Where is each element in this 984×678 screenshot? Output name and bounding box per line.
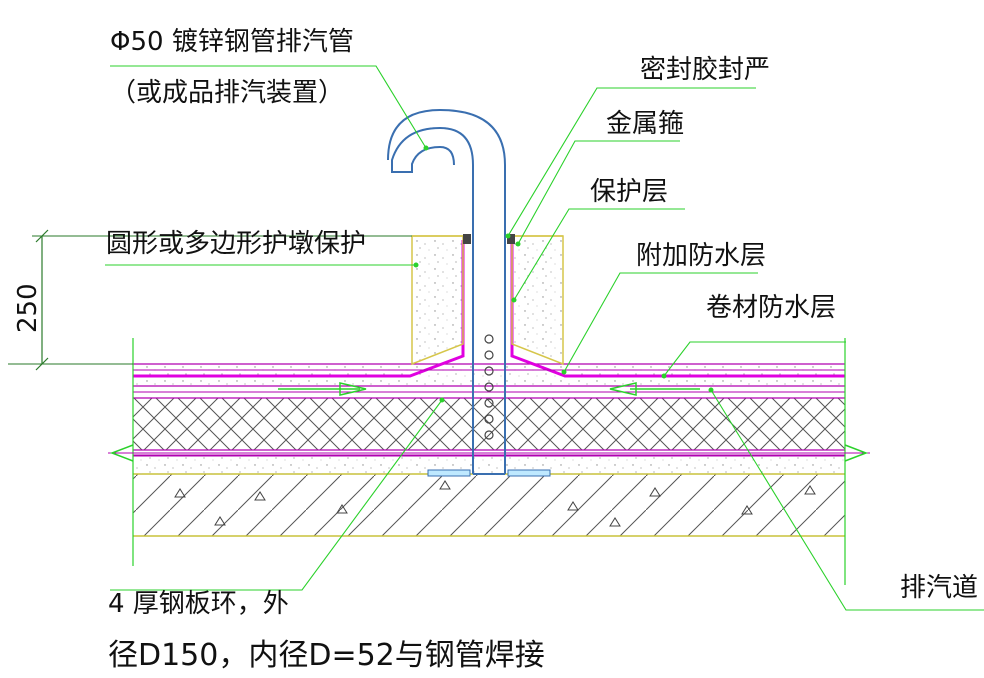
leader-lines (105, 65, 984, 611)
dimension-label: 250 (13, 283, 43, 333)
label-membrane-waterproof: 卷材防水层 (706, 293, 836, 323)
screed-layer (133, 455, 845, 474)
arrow-right-icon (278, 382, 367, 396)
label-additional-waterproof: 附加防水层 (636, 241, 766, 271)
dimension-250: 250 (8, 229, 412, 371)
steel-plate-ring (427, 469, 551, 477)
label-pipe-line1: Φ50 镀锌钢管排汽管 (110, 27, 354, 57)
label-vent-channel: 排汽道 (900, 573, 978, 603)
label-protective-layer: 保护层 (590, 177, 668, 207)
label-steel-ring-line2: 径D150，内径D=52与钢管焊接 (108, 638, 545, 673)
label-metal-hoop: 金属箍 (606, 109, 684, 139)
metal-hoop (463, 234, 515, 244)
section-boundaries (132, 338, 846, 585)
structural-slab (133, 473, 845, 537)
vent-channel-marks (108, 444, 870, 462)
protective-pier (411, 235, 564, 366)
label-pier: 圆形或多边形护墩保护 (106, 229, 366, 259)
label-pipe-line2: （或成品排汽装置） (110, 78, 344, 108)
arrow-left-icon (609, 382, 700, 396)
label-sealant: 密封胶封严 (640, 55, 770, 85)
label-steel-ring-line1: 4 厚钢板环，外 (108, 589, 289, 619)
leader-endpoints (413, 145, 714, 403)
vent-pipe (387, 108, 506, 475)
